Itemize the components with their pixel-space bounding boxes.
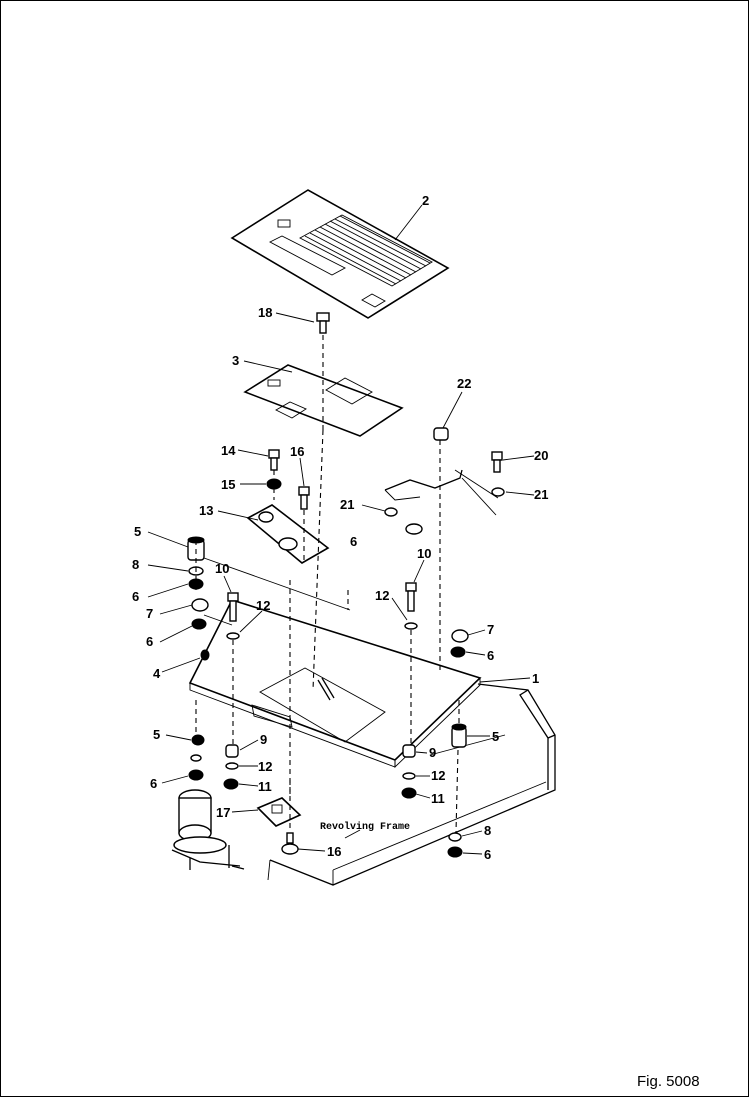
callout-1: 1 [532,671,539,686]
callout-10-left: 10 [215,561,229,576]
callout-17: 17 [216,805,230,820]
callout-22: 22 [457,376,471,391]
callout-labels: 2 18 3 22 14 16 20 15 21 21 13 5 6 10 10… [132,193,548,862]
mounts-lower-left [188,734,239,790]
callout-16-upper: 16 [290,444,304,459]
callout-12-right: 12 [375,588,389,603]
callout-3: 3 [232,353,239,368]
callout-14: 14 [221,443,236,458]
callout-8-top: 8 [132,557,139,572]
callout-6-lower-left: 6 [150,776,157,791]
lower-bracket [256,797,302,855]
callout-7-right: 7 [487,622,494,637]
revolving-frame [267,683,556,886]
figure-caption: Fig. 5008 [637,1073,700,1090]
mounts-left [187,536,210,661]
assembly-lines [195,335,499,833]
callout-6-top: 6 [132,589,139,604]
callout-2: 2 [422,193,429,208]
callout-11-left: 11 [258,779,272,794]
callout-15: 15 [221,477,235,492]
callout-12-lower-right: 12 [431,768,445,783]
callout-21-right: 21 [534,487,548,502]
bolts-10 [226,582,418,640]
leader-lines [147,204,535,855]
callout-6-mid: 6 [350,534,357,549]
callout-9-left: 9 [260,732,267,747]
callout-9-right: 9 [429,745,436,760]
mounts-right [401,629,469,858]
callout-5-lower-left: 5 [153,727,160,742]
callout-6-bottom: 6 [484,847,491,862]
bracket-right [384,469,463,535]
callout-6-left: 6 [146,634,153,649]
revolving-frame-label: Revolving Frame [320,821,410,833]
callout-6-right: 6 [487,648,494,663]
callout-18: 18 [258,305,272,320]
floor-mat [230,189,450,319]
callout-20: 20 [534,448,548,463]
callout-4: 4 [153,666,161,681]
callout-16-lower: 16 [327,844,341,859]
callout-7-left: 7 [146,606,153,621]
callout-5-right: 5 [492,729,499,744]
callout-10-right: 10 [417,546,431,561]
callout-13: 13 [199,503,213,518]
right-fasteners [384,427,505,517]
callout-8-bottom: 8 [484,823,491,838]
callout-21-left: 21 [340,497,354,512]
callout-12-left: 12 [256,598,270,613]
swing-motor [171,789,245,870]
bracket [246,504,330,564]
callout-11-right: 11 [431,791,445,806]
callout-12-lower-left: 12 [258,759,272,774]
callout-5-top: 5 [134,524,141,539]
